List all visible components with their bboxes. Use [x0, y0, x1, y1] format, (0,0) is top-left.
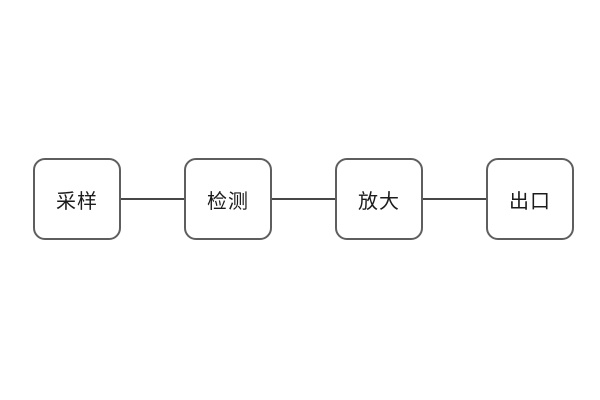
flow-node-label: 采样 — [56, 190, 98, 213]
flow-node-label: 检测 — [207, 190, 249, 213]
flow-node-amplify: 放大 — [335, 158, 423, 240]
flow-node-outlet: 出口 — [486, 158, 574, 240]
connector-line-2 — [272, 198, 335, 200]
flow-node-sampling: 采样 — [33, 158, 121, 240]
flow-node-detection: 检测 — [184, 158, 272, 240]
flow-node-label: 放大 — [358, 190, 400, 213]
flow-row: 采样 检测 放大 出口 — [33, 158, 574, 240]
flow-node-label: 出口 — [509, 190, 551, 213]
connector-line-1 — [121, 198, 184, 200]
connector-line-3 — [423, 198, 486, 200]
